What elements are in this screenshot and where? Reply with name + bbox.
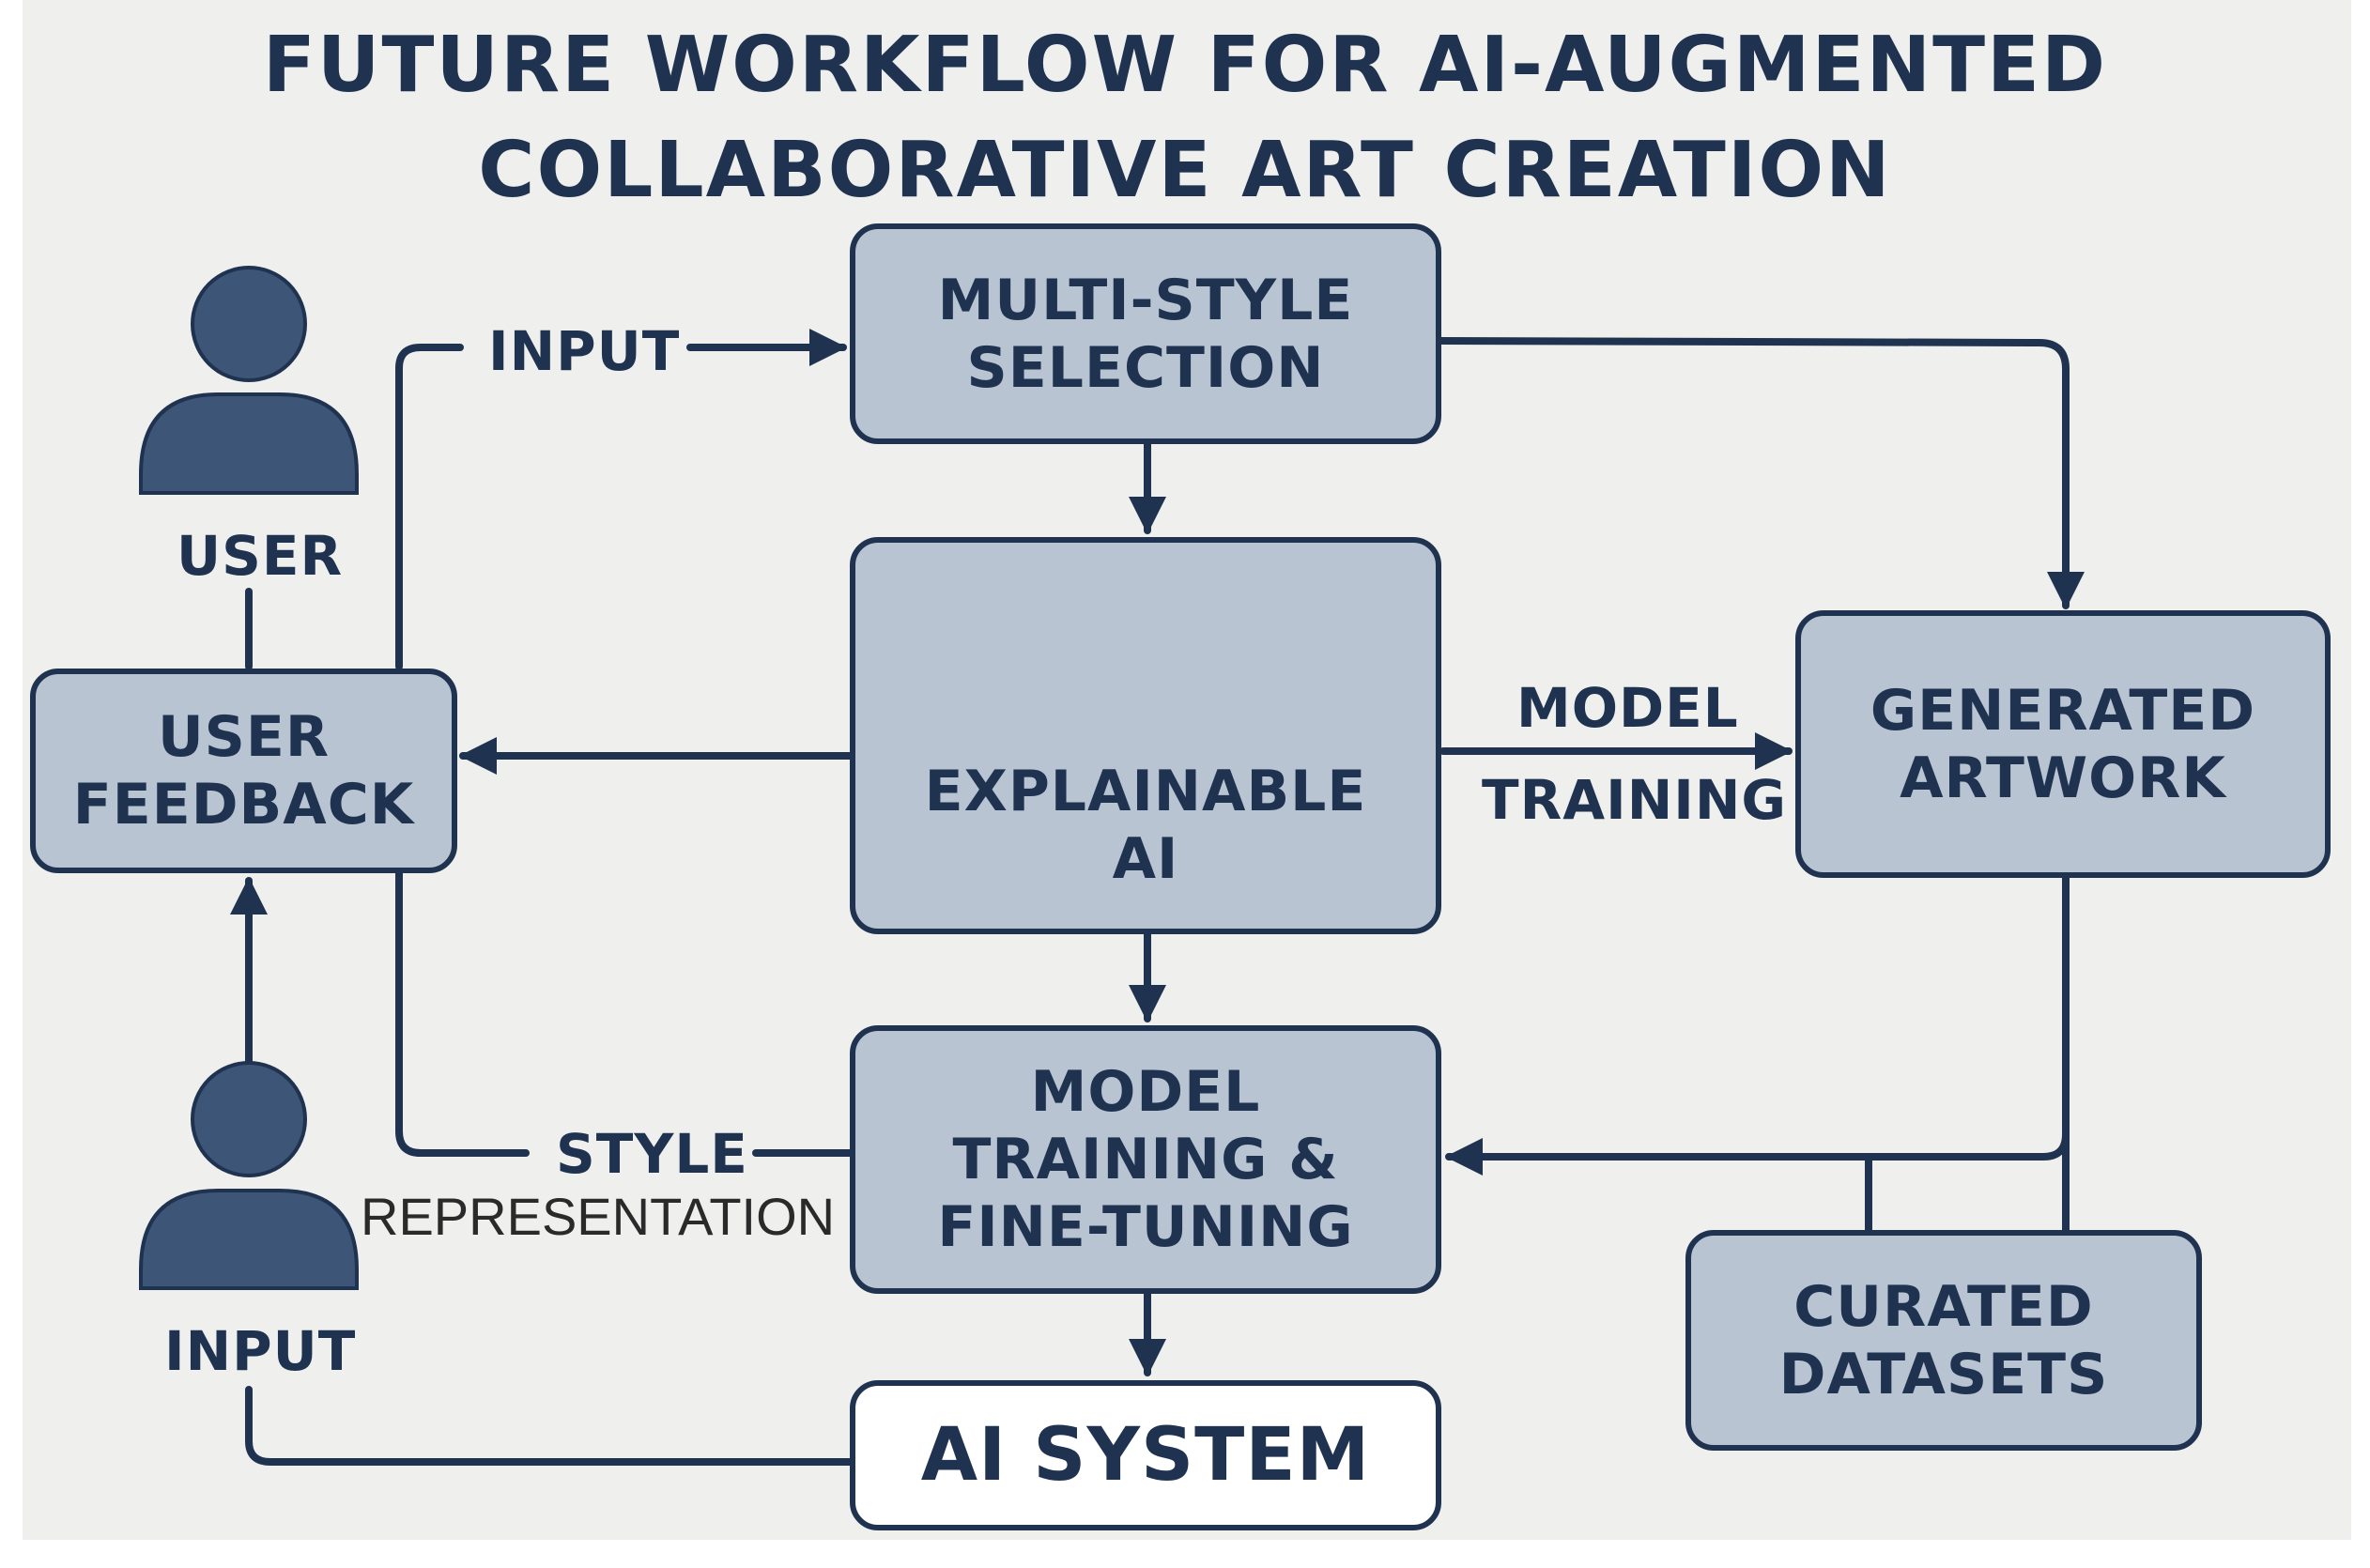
edge-label-training: TRAINING — [1482, 768, 1787, 832]
user-actor-label: USER — [177, 524, 344, 588]
curated-datasets-line-2: DATASETS — [1778, 1341, 2109, 1407]
generated-artwork-line-2: ARTWORK — [1900, 745, 2226, 811]
multi-style-selection-box[interactable]: MULTI-STYLE SELECTION — [850, 223, 1441, 444]
user-feedback-line-2: FEEDBACK — [72, 772, 415, 838]
generated-artwork-box[interactable]: GENERATED ARTWORK — [1795, 610, 2331, 878]
explainable-ai-line-1: EXPLAINABLE — [924, 759, 1367, 824]
model-training-line-3: FINE-TUNING — [937, 1194, 1354, 1260]
input-actor-label: INPUT — [164, 1319, 357, 1383]
feedback-to-input-label-line — [395, 344, 464, 670]
edge-label-style: STYLE — [556, 1122, 748, 1186]
explainable-ai-line-2: AI — [1112, 826, 1179, 892]
model-training-box[interactable]: MODEL TRAINING & FINE-TUNING — [850, 1025, 1441, 1294]
edge-label-input: INPUT — [488, 319, 681, 383]
model-training-line-1: MODEL — [1030, 1059, 1261, 1125]
edge-label-representation: REPRESENTATION — [361, 1187, 836, 1246]
user-feedback-line-1: USER — [157, 704, 331, 770]
input-person-icon — [139, 1061, 359, 1290]
ai-system-label: AI SYSTEM — [920, 1413, 1371, 1498]
model-training-line-2: TRAINING & — [952, 1127, 1339, 1192]
ai-system-box[interactable]: AI SYSTEM — [850, 1380, 1441, 1530]
multi-style-line-2: SELECTION — [966, 334, 1325, 401]
curated-datasets-line-1: CURATED — [1793, 1273, 2094, 1340]
artwork-to-training-arrow — [1445, 874, 2070, 1176]
multi-style-line-1: MULTI-STYLE — [937, 267, 1354, 333]
title-line-1: FUTURE WORKFLOW FOR AI-AUGMENTED — [262, 21, 2108, 110]
generated-artwork-line-1: GENERATED — [1870, 677, 2256, 744]
edge-label-model: MODEL — [1516, 676, 1739, 740]
input-to-aisystem-line — [245, 1386, 854, 1466]
explainable-ai-box[interactable]: EXPLAINABLE AI — [850, 537, 1441, 934]
diagram-title: FUTURE WORKFLOW FOR AI-AUGMENTED COLLABO… — [0, 13, 2370, 223]
user-person-icon — [139, 266, 359, 495]
curated-datasets-box[interactable]: CURATED DATASETS — [1685, 1230, 2202, 1451]
title-line-2: COLLABORATIVE ART CREATION — [478, 126, 1892, 215]
multistyle-to-artwork-arrow — [1438, 337, 2085, 609]
user-feedback-box[interactable]: USER FEEDBACK — [30, 669, 457, 873]
feedback-to-style-line — [395, 869, 530, 1157]
